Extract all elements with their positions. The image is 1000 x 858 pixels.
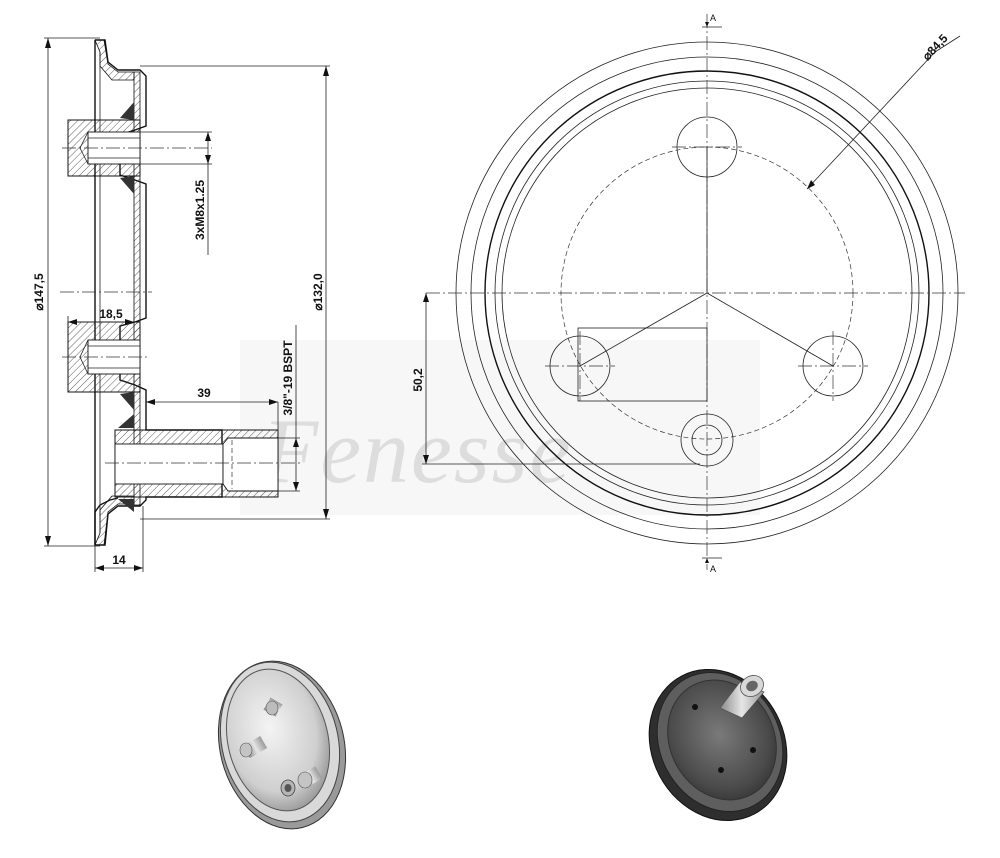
- callout-thread-holes: 3xM8x1.25: [193, 180, 207, 240]
- render-back-side: [217, 660, 347, 830]
- watermark-backdrop: [240, 340, 760, 515]
- dim-inner-diameter: ⌀132,0: [311, 273, 325, 311]
- dim-spigot-length: 39: [197, 386, 211, 400]
- watermark: Fenesse: [261, 400, 572, 502]
- callout-port-thread: 3/8"-19 BSPT: [281, 340, 295, 416]
- section-mark-top: A: [710, 13, 716, 23]
- dim-flange-width: 14: [112, 553, 126, 567]
- spigot-3d: [719, 675, 765, 719]
- port-hole-back: [280, 779, 296, 797]
- pin-bottom: [297, 766, 323, 789]
- hole-2: [750, 747, 756, 753]
- section-view: ⌀147,5 ⌀132,0 3xM8x1.25 18,5 39 3/8"-19 …: [32, 37, 330, 572]
- section-mark-bottom: A: [710, 564, 716, 574]
- pin-top: [263, 697, 283, 717]
- dim-bolt-circle: ⌀84,5: [920, 31, 951, 63]
- render-front-side: [648, 668, 788, 822]
- port-spigot: [114, 414, 279, 512]
- dim-port-offset: 50,2: [411, 368, 425, 392]
- hole-1: [692, 704, 698, 710]
- dim-boss-length: 18,5: [99, 307, 123, 321]
- pin-left: [239, 735, 268, 759]
- dim-outer-diameter: ⌀147,5: [32, 273, 46, 311]
- boss-middle: [67, 321, 141, 410]
- hole-3: [718, 767, 724, 773]
